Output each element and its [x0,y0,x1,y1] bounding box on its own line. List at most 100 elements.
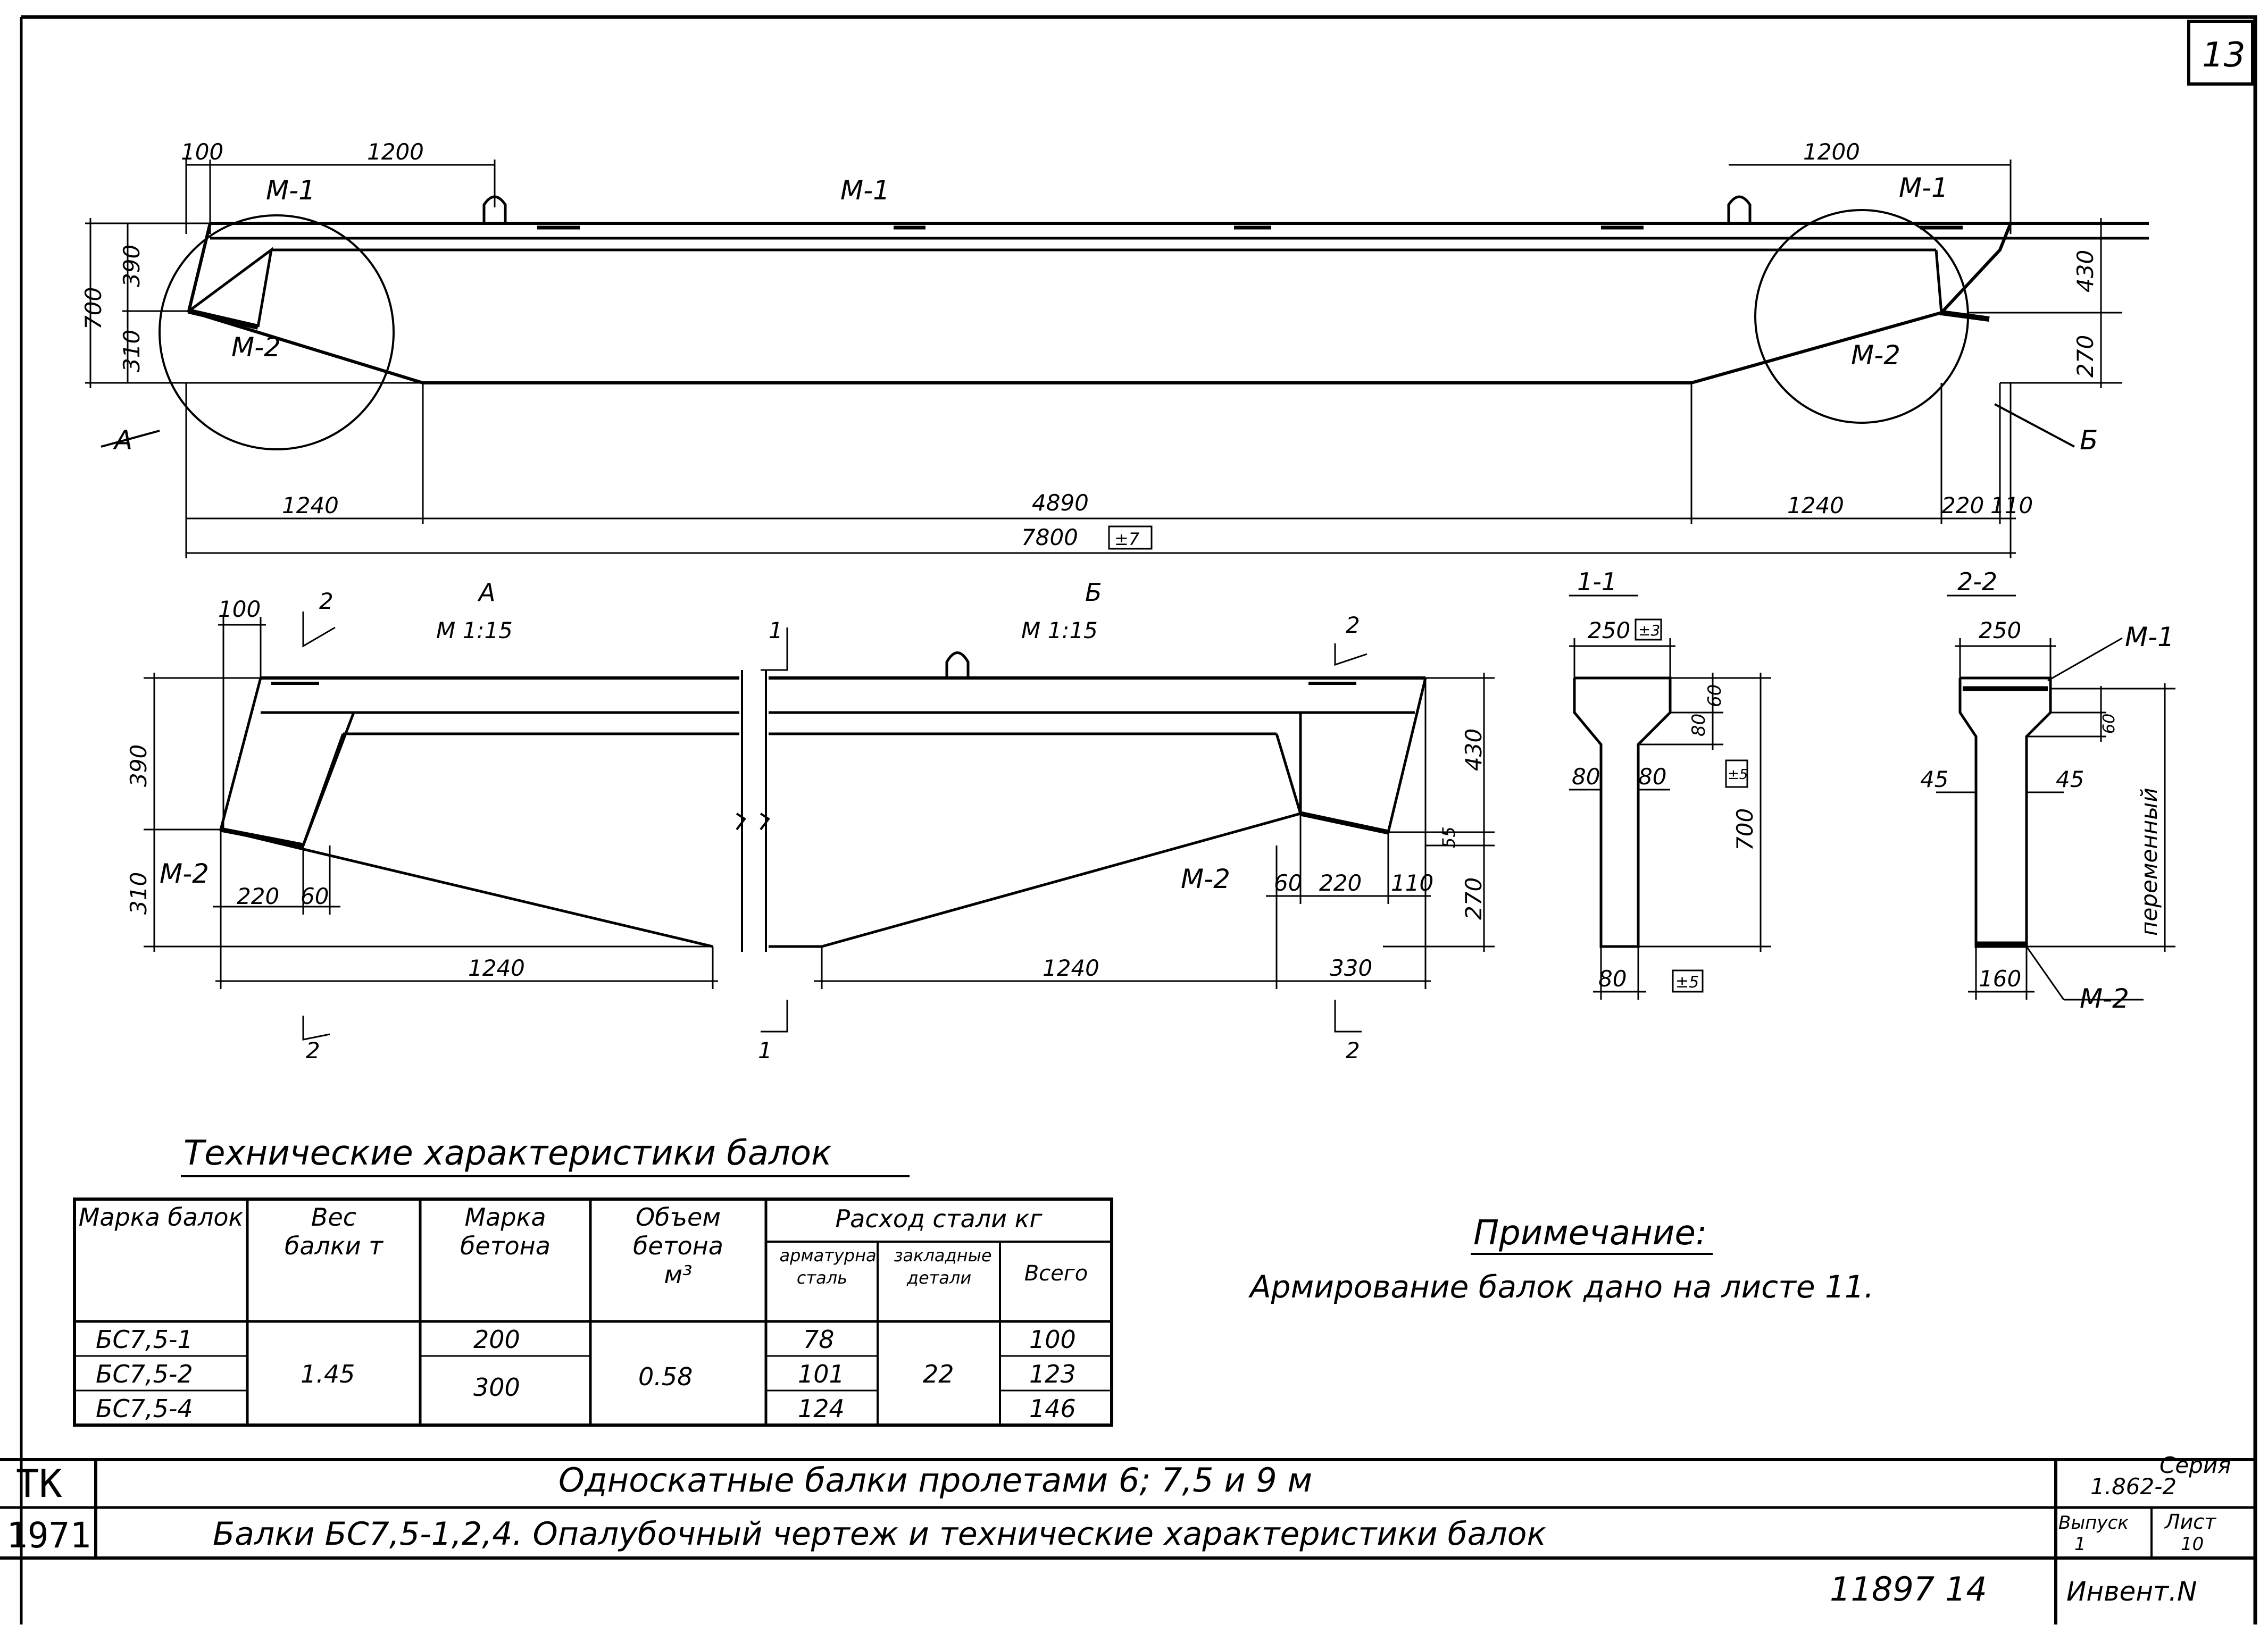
section-1-1-dim-80-bottom: 80 [1598,966,1627,992]
org-code: ТК [16,1461,62,1506]
detail-b-dim-1240: 1240 [1043,955,1099,981]
section-1-1-labels: 1-1 250 ±3 80 60 80 80 ±5 700 80 ±5 [1572,567,1758,993]
detail-b-dim-55: 55 [1439,826,1459,848]
mark-m1-center: М-1 [840,175,890,206]
break-lines [736,670,770,952]
title-line-1: Односкатные балки пролетами 6; 7,5 и 9 м [558,1461,1312,1500]
detail-a-section-mark: 2 [319,588,333,614]
year: 1971 [6,1515,91,1556]
rebar-101: 101 [798,1360,845,1388]
detail-a-dims [144,612,718,1041]
header-mark: Марка балок [78,1203,244,1232]
detail-a-dim-100: 100 [218,596,261,622]
section-1-1-dim-60: 60 [1704,684,1725,707]
detail-b-labels: Б М 1:15 1 1 2 2 430 55 270 60 220 110 1… [758,578,1487,1063]
series-value: 1.862-2 [2090,1473,2177,1500]
detail-b-section-1-bottom: 1 [758,1037,772,1063]
header-rebar: арматурная сталь [779,1245,877,1288]
section-2-2-dim-250: 250 [1979,617,2021,643]
table-title: Технические характеристики балок [184,1134,832,1173]
section-1-1-tol-bottom: ±5 [1675,973,1699,992]
detail-b-section-2-top: 2 [1346,612,1360,638]
section-1-1-tol-side: ±5 [1728,767,1748,783]
section-2-2-dim-45-left: 45 [1920,766,1948,792]
section-2-2-labels: 2-2 250 М-1 45 45 60 переменный 160 М-2 [1920,567,2174,1014]
sheet-number-box: 13 [2187,20,2254,86]
detail-a-dim-220: 220 [237,883,279,909]
table-row: БС7,5-4 [96,1394,193,1423]
header-steel: Расход стали кг [835,1204,1043,1233]
dim-270: 270 [2072,335,2098,378]
detail-a-dim-60: 60 [301,883,329,909]
header-weight: Вес балки т [284,1203,383,1260]
dim-4890: 4890 [1032,490,1089,516]
table-body: БС7,5-1 БС7,5-2 БС7,5-4 1.45 200 300 0.5… [96,1325,1076,1423]
detail-b-mark-m2: М-2 [1181,864,1230,894]
detail-a-title: А [477,578,495,607]
title-line-2: Балки БС7,5-1,2,4. Опалубочный чертеж и … [213,1515,1546,1553]
section-2-2-variable: переменный [2136,788,2162,936]
inventory-label: Инвент.N [2066,1576,2197,1607]
detail-b-dims [761,627,1495,1033]
detail-b-section-1-top: 1 [769,617,783,643]
detail-b-title: Б [1085,578,1102,607]
section-1-1-tol-top: ±3 [1638,622,1660,639]
detail-b-section-2-bottom: 2 [1346,1037,1360,1063]
sheet-label: Лист [2164,1510,2217,1534]
dim-430: 430 [2072,250,2098,292]
detail-b-dim-110: 110 [1391,870,1433,896]
concrete-grade-300: 300 [473,1373,520,1402]
dim-1200-right: 1200 [1803,139,1860,165]
detail-a-scale: М 1:15 [436,617,513,643]
section-1-1-dim-80-left: 80 [1572,764,1600,790]
concrete-grade-200: 200 [473,1325,520,1354]
dim-1200-left: 1200 [367,139,424,165]
section-2-2-mark-m1: М-1 [2125,622,2174,652]
note-text: Армирование балок дано на листе 11. [1248,1269,1874,1305]
weight-value: 1.45 [301,1360,355,1388]
main-dimension-lines [85,160,2122,558]
detail-b-dim-220: 220 [1319,870,1362,896]
rebar-124: 124 [798,1394,845,1423]
detail-a-mark-m2: М-2 [160,858,209,889]
detail-b-dim-330: 330 [1330,955,1372,981]
detail-a-dim-310: 310 [126,872,152,915]
section-2-2-mark-m2: М-2 [2080,983,2129,1014]
dim-100-top: 100 [181,139,223,165]
header-embedded: закладные детали [894,1245,992,1288]
volume-value: 0.58 [638,1362,693,1391]
dim-1240-left: 1240 [282,492,339,518]
note-title: Примечание: [1473,1213,1707,1253]
callout-a: А [113,425,132,456]
mark-m1-right: М-1 [1899,172,1948,203]
rebar-78: 78 [803,1325,835,1354]
header-concrete-grade: Марка бетона [460,1203,551,1260]
header-volume: Объем бетона м³ [633,1203,723,1289]
section-1-1-dims [1569,594,1771,1000]
issue-value: 1 [2074,1534,2086,1555]
total-100: 100 [1029,1325,1076,1354]
detail-a-dim-1240: 1240 [468,955,525,981]
detail-a-dim-390: 390 [126,744,152,787]
section-2-2-dim-60: 60 [2100,714,2119,734]
callout-b: Б [2080,425,2098,456]
dim-310: 310 [119,330,145,372]
section-1-1-dim-80-top: 80 [1688,714,1710,736]
title-block [0,1460,2255,1624]
dim-220-main: 220 [1941,492,1984,518]
dim-110-main: 110 [1990,492,2033,518]
series-label: Серия [2159,1452,2231,1478]
dim-1240-right: 1240 [1787,492,1844,518]
detail-b-dim-270: 270 [1461,877,1487,920]
dim-7800: 7800 [1021,524,1078,550]
title-block-texts: ТК 1971 Односкатные балки пролетами 6; 7… [6,1452,2231,1609]
inventory-numbers: 11897 14 [1830,1570,1987,1609]
dim-700: 700 [80,287,106,330]
section-1-1-dim-250: 250 [1588,617,1630,643]
tolerance-7800: ±7 [1114,529,1140,549]
note: Примечание: Армирование балок дано на ли… [1248,1213,1874,1305]
mark-m2-left: М-2 [231,332,281,363]
embedded-value: 22 [923,1360,954,1388]
table-row: БС7,5-1 [96,1325,193,1354]
